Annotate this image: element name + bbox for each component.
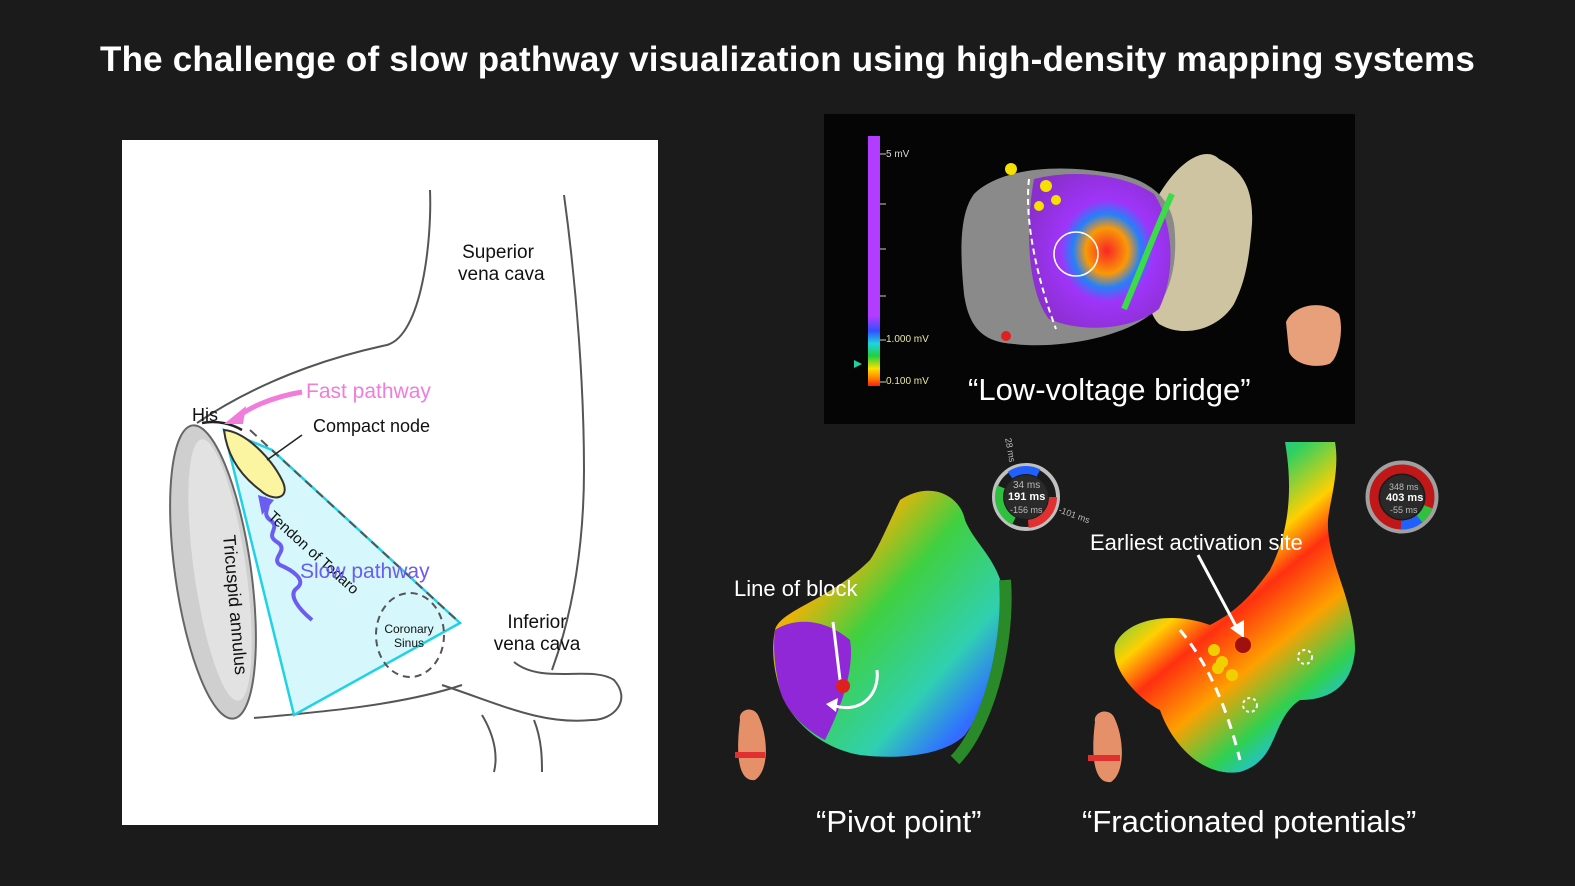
lower-contour (481, 714, 497, 773)
lower-contour-2 (533, 719, 543, 773)
ring2-top-label: 348 ms (1389, 482, 1419, 492)
beige-anatomy (1149, 154, 1253, 332)
scale-top-label: 5 mV (886, 149, 910, 160)
compact-node (222, 428, 286, 499)
voltage-map-svg (854, 136, 1341, 386)
line-of-block-label: Line of block (734, 576, 858, 601)
cs-label-line1: Coronary (384, 622, 434, 636)
tendon-of-todaro (249, 429, 461, 624)
slow-pathway-arrow (262, 496, 314, 622)
his-label: His (192, 405, 218, 425)
pivot-activation-map (773, 490, 1006, 757)
ivc-label-line1: Inferior (507, 612, 567, 633)
torso-icon-3 (1093, 711, 1122, 783)
pivot-point-caption: “Pivot point” (816, 804, 982, 839)
coronary-sinus (375, 592, 445, 678)
torso-icon (1286, 305, 1341, 366)
slow-pathway-label: Slow pathway (300, 560, 430, 583)
compact-node-label: Compact node (313, 416, 431, 436)
ring1-right-label: -101 ms (1057, 504, 1092, 526)
atrium-bottom (253, 684, 463, 719)
coronary-sinus-label: Coronary Sinus (379, 622, 439, 650)
fractionated-activation-map (1114, 442, 1355, 773)
svc-label: Superior vena cava (458, 242, 545, 286)
ring1-bottom-label: -156 ms (1010, 505, 1043, 515)
fractionated-caption: “Fractionated potentials” (1082, 804, 1417, 839)
koch-triangle-diagram: Superior vena cava Inferior vena cava Fa… (122, 140, 658, 825)
scale-mid-label: 1.000 mV (886, 334, 929, 345)
scale-low-label: 0.100 mV (886, 376, 929, 387)
voltage-scale-bar (868, 136, 880, 386)
atrium-right-wall (551, 194, 586, 671)
ivc-label: Inferior vena cava (487, 612, 587, 656)
voltage-map-panel: 5 mV 1.000 mV 0.100 mV “Low-voltage brid… (824, 114, 1355, 424)
cs-label-line2: Sinus (393, 636, 425, 650)
svc-outline (196, 189, 432, 424)
ring1-left-label: 28 ms (1003, 437, 1018, 463)
earliest-activation-label: Earliest activation site (1090, 530, 1303, 555)
torso-icon-2 (738, 709, 766, 781)
ring2-center-label: 403 ms (1386, 492, 1424, 504)
ring1-top-label: 34 ms (1013, 480, 1041, 491)
ring1-center-label: 191 ms (1008, 491, 1046, 503)
fast-pathway-label: Fast pathway (306, 380, 431, 403)
voltage-map-caption: “Low-voltage bridge” (968, 372, 1251, 407)
diagram-svg (169, 189, 623, 773)
ivc-outline (441, 661, 623, 722)
ivc-label-line2: vena cava (493, 634, 581, 655)
svc-label-line2: vena cava (458, 264, 545, 285)
ring2-bottom-label: -55 ms (1390, 505, 1418, 515)
svc-label-line1: Superior (462, 242, 534, 263)
slide-title: The challenge of slow pathway visualizat… (99, 40, 1475, 79)
